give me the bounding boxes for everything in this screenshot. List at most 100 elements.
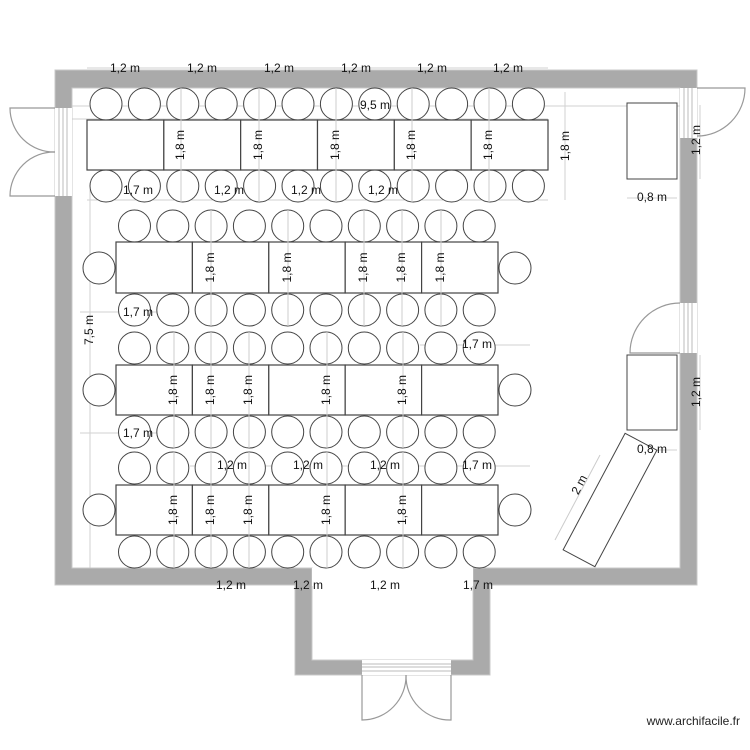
chair[interactable] xyxy=(243,169,277,203)
chair[interactable] xyxy=(118,415,151,449)
table[interactable] xyxy=(421,364,499,416)
chair[interactable] xyxy=(396,169,430,203)
chair[interactable] xyxy=(232,209,266,243)
chair[interactable] xyxy=(271,451,305,485)
chair[interactable] xyxy=(462,331,496,365)
chair[interactable] xyxy=(156,535,190,569)
chair[interactable] xyxy=(271,415,305,449)
cabinet-bottom[interactable] xyxy=(626,354,678,431)
table[interactable] xyxy=(115,364,194,416)
chair[interactable] xyxy=(309,331,343,365)
chair[interactable] xyxy=(473,87,507,121)
chair[interactable] xyxy=(435,87,469,121)
door-bottom-annex[interactable] xyxy=(361,674,452,721)
chair[interactable] xyxy=(424,535,458,569)
chair[interactable] xyxy=(156,451,190,485)
chair[interactable] xyxy=(462,451,496,485)
chair[interactable] xyxy=(309,451,343,485)
chair[interactable] xyxy=(462,209,496,243)
table[interactable] xyxy=(115,484,194,536)
table[interactable] xyxy=(86,119,165,171)
chair-end-right[interactable] xyxy=(498,493,532,527)
chair[interactable] xyxy=(156,331,190,365)
table[interactable] xyxy=(191,241,270,294)
rotated-table-length-label: 2 m xyxy=(568,472,590,496)
table[interactable] xyxy=(421,484,499,536)
table[interactable] xyxy=(344,364,423,416)
chair[interactable] xyxy=(386,293,420,327)
chair[interactable] xyxy=(462,415,496,449)
door-top-right[interactable] xyxy=(696,87,746,137)
chair[interactable] xyxy=(118,535,151,569)
chair[interactable] xyxy=(118,331,151,365)
table[interactable] xyxy=(268,484,346,536)
table-width-label: 1,8 m xyxy=(241,375,255,405)
table-row-row-a xyxy=(86,87,549,203)
chair[interactable] xyxy=(435,169,469,203)
spacing-label: 1,2 m xyxy=(291,183,321,197)
table[interactable] xyxy=(240,119,319,171)
row-height-label: 1,8 m xyxy=(558,131,572,161)
rotated-table[interactable] xyxy=(562,432,658,568)
chair[interactable] xyxy=(347,451,381,485)
chair[interactable] xyxy=(473,169,507,203)
chair[interactable] xyxy=(511,87,545,121)
chair-end-right[interactable] xyxy=(498,251,532,285)
door-right-middle[interactable] xyxy=(629,302,681,354)
chair[interactable] xyxy=(127,87,161,121)
table[interactable] xyxy=(393,119,472,171)
table[interactable] xyxy=(115,241,194,294)
chair[interactable] xyxy=(243,87,277,121)
table-width-label: 1,8 m xyxy=(356,252,370,282)
chair[interactable] xyxy=(511,169,545,203)
chair[interactable] xyxy=(347,415,381,449)
chair[interactable] xyxy=(347,535,381,569)
chair[interactable] xyxy=(271,331,305,365)
chair[interactable] xyxy=(166,87,200,121)
spacing-label: 1,2 m xyxy=(370,458,400,472)
table[interactable] xyxy=(191,484,270,536)
chair[interactable] xyxy=(118,451,151,485)
chair[interactable] xyxy=(309,209,343,243)
chair[interactable] xyxy=(309,415,343,449)
chair-end-left[interactable] xyxy=(82,373,116,407)
chair[interactable] xyxy=(424,415,458,449)
cabinet-width-label: 0,8 m xyxy=(637,442,667,456)
table[interactable] xyxy=(268,364,346,416)
chair[interactable] xyxy=(156,293,190,327)
spacing-label: 1,2 m xyxy=(214,183,244,197)
chair-end-left[interactable] xyxy=(82,493,116,527)
table-width-label: 1,8 m xyxy=(203,252,217,282)
chair[interactable] xyxy=(271,535,305,569)
overall-height-label: 7,5 m xyxy=(82,315,96,345)
chair[interactable] xyxy=(156,415,190,449)
chair[interactable] xyxy=(118,209,151,243)
chair[interactable] xyxy=(462,293,496,327)
chair[interactable] xyxy=(424,331,458,365)
table[interactable] xyxy=(470,119,549,171)
chair[interactable] xyxy=(281,87,315,121)
chair[interactable] xyxy=(347,331,381,365)
table[interactable] xyxy=(344,241,423,294)
cabinet-top[interactable] xyxy=(626,102,678,180)
chair[interactable] xyxy=(309,535,343,569)
chair[interactable] xyxy=(89,87,123,121)
chair[interactable] xyxy=(386,209,420,243)
table[interactable] xyxy=(421,241,499,294)
chair[interactable] xyxy=(118,293,151,327)
chair[interactable] xyxy=(424,451,458,485)
table[interactable] xyxy=(316,119,395,171)
chair[interactable] xyxy=(204,87,238,121)
door-left-double[interactable] xyxy=(9,107,56,197)
chair[interactable] xyxy=(396,87,430,121)
chair[interactable] xyxy=(166,169,200,203)
chair-end-left[interactable] xyxy=(82,251,116,285)
chair[interactable] xyxy=(309,293,343,327)
table[interactable] xyxy=(344,484,423,536)
chair[interactable] xyxy=(232,293,266,327)
chair[interactable] xyxy=(462,535,496,569)
chair-end-right[interactable] xyxy=(498,373,532,407)
table[interactable] xyxy=(191,364,270,416)
chair[interactable] xyxy=(156,209,190,243)
chair[interactable] xyxy=(89,169,123,203)
